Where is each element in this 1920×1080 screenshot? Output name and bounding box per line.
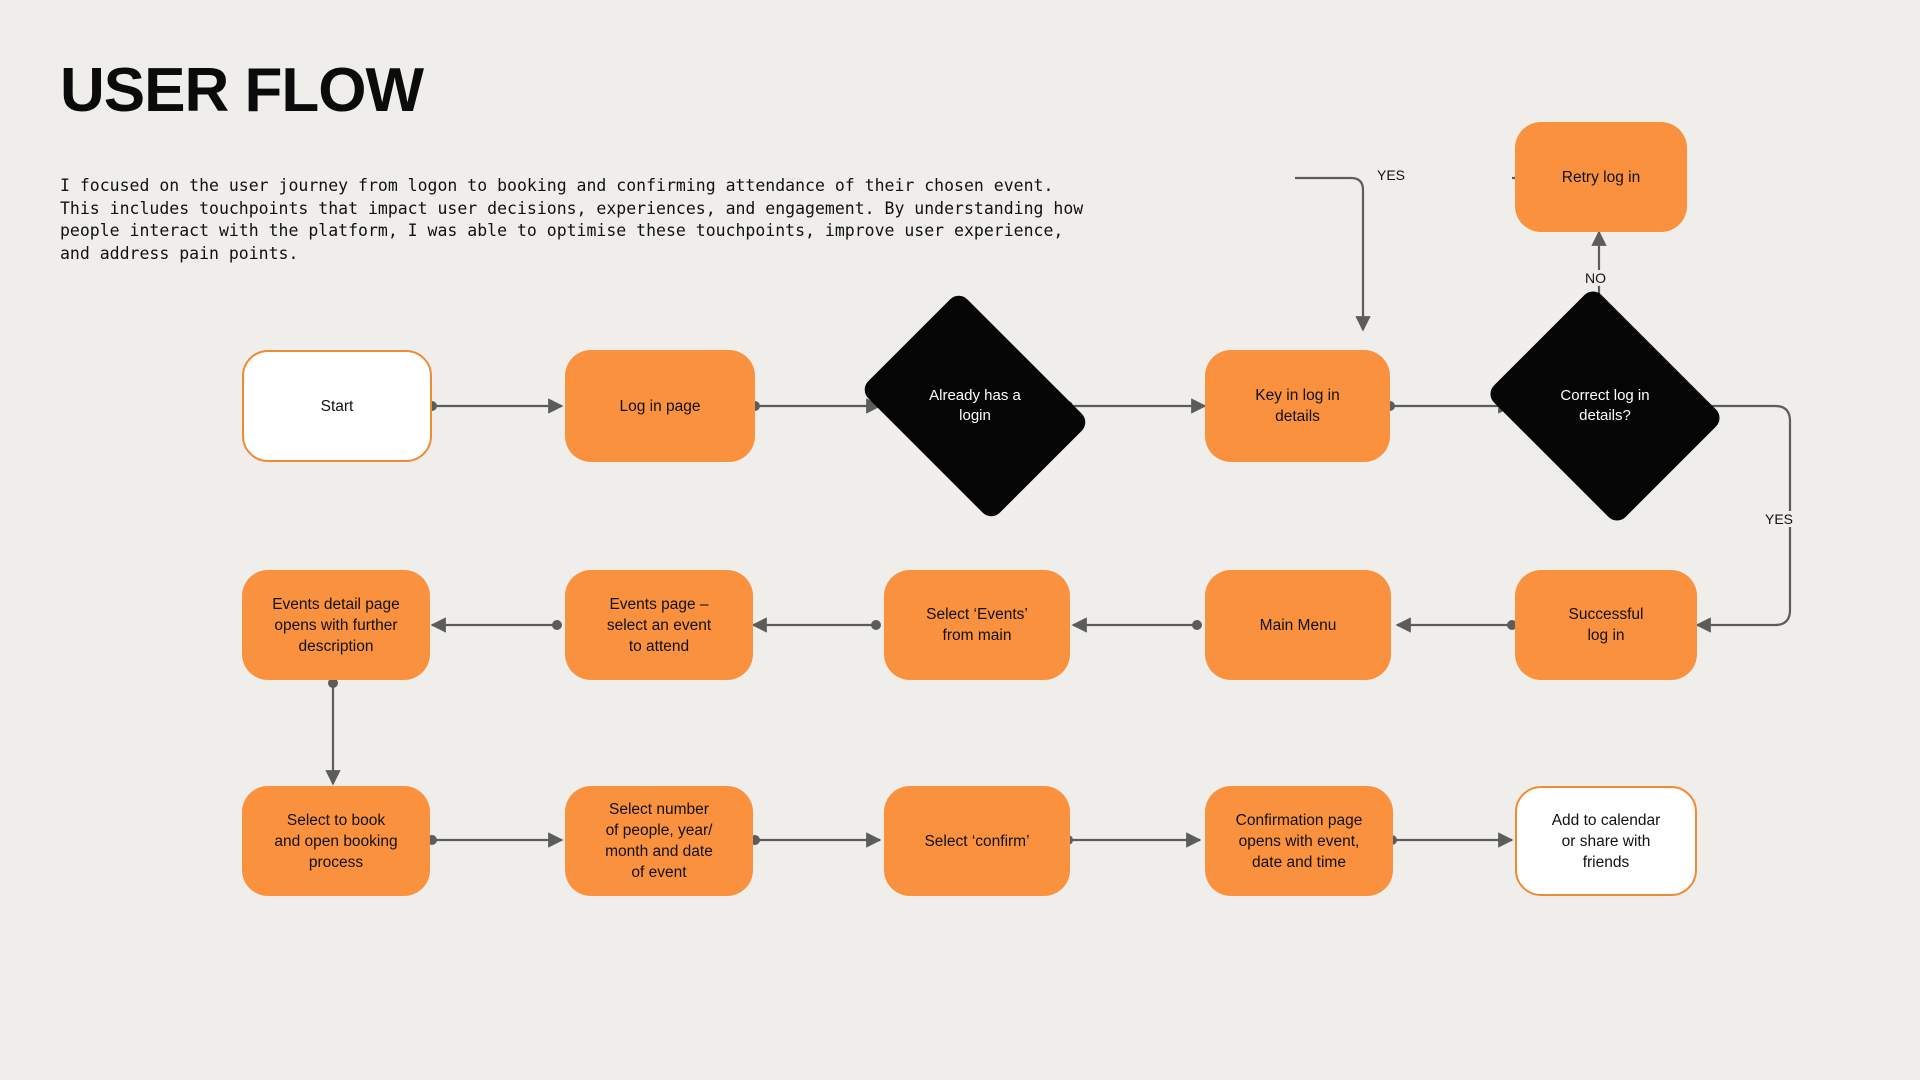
page-title: USER FLOW: [60, 56, 424, 125]
node-select-events[interactable]: Select ‘Events’ from main: [884, 570, 1070, 680]
edge-label-no-retry: NO: [1580, 270, 1611, 286]
node-login-page[interactable]: Log in page: [565, 350, 755, 462]
node-successful-log-in[interactable]: Successful log in: [1515, 570, 1697, 680]
edge-label-yes-retry: YES: [1372, 167, 1411, 183]
node-select-to-book[interactable]: Select to book and open booking process: [242, 786, 430, 896]
intro-paragraph: I focused on the user journey from logon…: [60, 176, 1084, 263]
node-label: Correct log in details?: [1560, 387, 1650, 424]
node-add-to-calendar[interactable]: Add to calendar or share with friends: [1515, 786, 1697, 896]
node-main-menu[interactable]: Main Menu: [1205, 570, 1391, 680]
node-select-confirm[interactable]: Select ‘confirm’: [884, 786, 1070, 896]
node-label: Already has a login: [929, 387, 1021, 424]
node-select-number[interactable]: Select number of people, year/ month and…: [565, 786, 753, 896]
edge-label-yes-success: YES: [1760, 511, 1799, 527]
node-events-detail-page[interactable]: Events detail page opens with further de…: [242, 570, 430, 680]
node-events-page[interactable]: Events page – select an event to attend: [565, 570, 753, 680]
node-retry-log-in[interactable]: Retry log in: [1515, 122, 1687, 232]
node-confirmation-page[interactable]: Confirmation page opens with event, date…: [1205, 786, 1393, 896]
node-correct-log-in-details[interactable]: Correct log in details?: [1485, 286, 1725, 526]
node-start[interactable]: Start: [242, 350, 432, 462]
edge-yes-to-key: [1295, 176, 1371, 332]
node-already-has-login[interactable]: Already has a login: [859, 290, 1091, 522]
node-key-in-details[interactable]: Key in log in details: [1205, 350, 1390, 462]
